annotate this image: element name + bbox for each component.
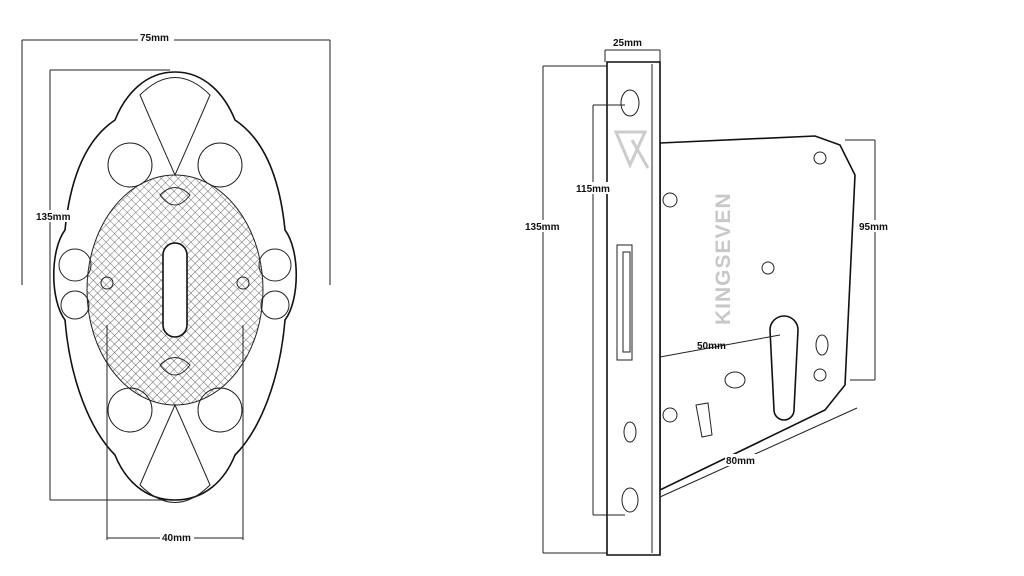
lock-dimensions: 25mm 135mm 115mm 95mm 50mm 80mm: [525, 38, 898, 554]
escutcheon-dimensions: 75mm 135mm 40mm: [21, 32, 331, 544]
faceplate-height-label: 135mm: [525, 222, 560, 233]
width-label: 75mm: [140, 33, 169, 44]
hole-spacing-label: 40mm: [162, 533, 191, 544]
brand-watermark: KINGSEVEN: [712, 192, 735, 325]
screw-spacing-label: 115mm: [576, 184, 610, 195]
faceplate-width-label: 25mm: [613, 38, 642, 49]
keyhole-icon: [162, 242, 188, 338]
screw-icons: [662, 151, 827, 423]
brand-logo: [613, 130, 650, 169]
escutcheon-drawing: [52, 71, 298, 503]
backset-label: 50mm: [697, 341, 726, 352]
mortise-lock-drawing: KINGSEVEN: [606, 61, 856, 556]
body-depth-label: 80mm: [726, 456, 755, 467]
body-height-label: 95mm: [859, 222, 888, 233]
height-label: 135mm: [36, 212, 71, 223]
cylinder-hole-icon: [769, 315, 799, 421]
